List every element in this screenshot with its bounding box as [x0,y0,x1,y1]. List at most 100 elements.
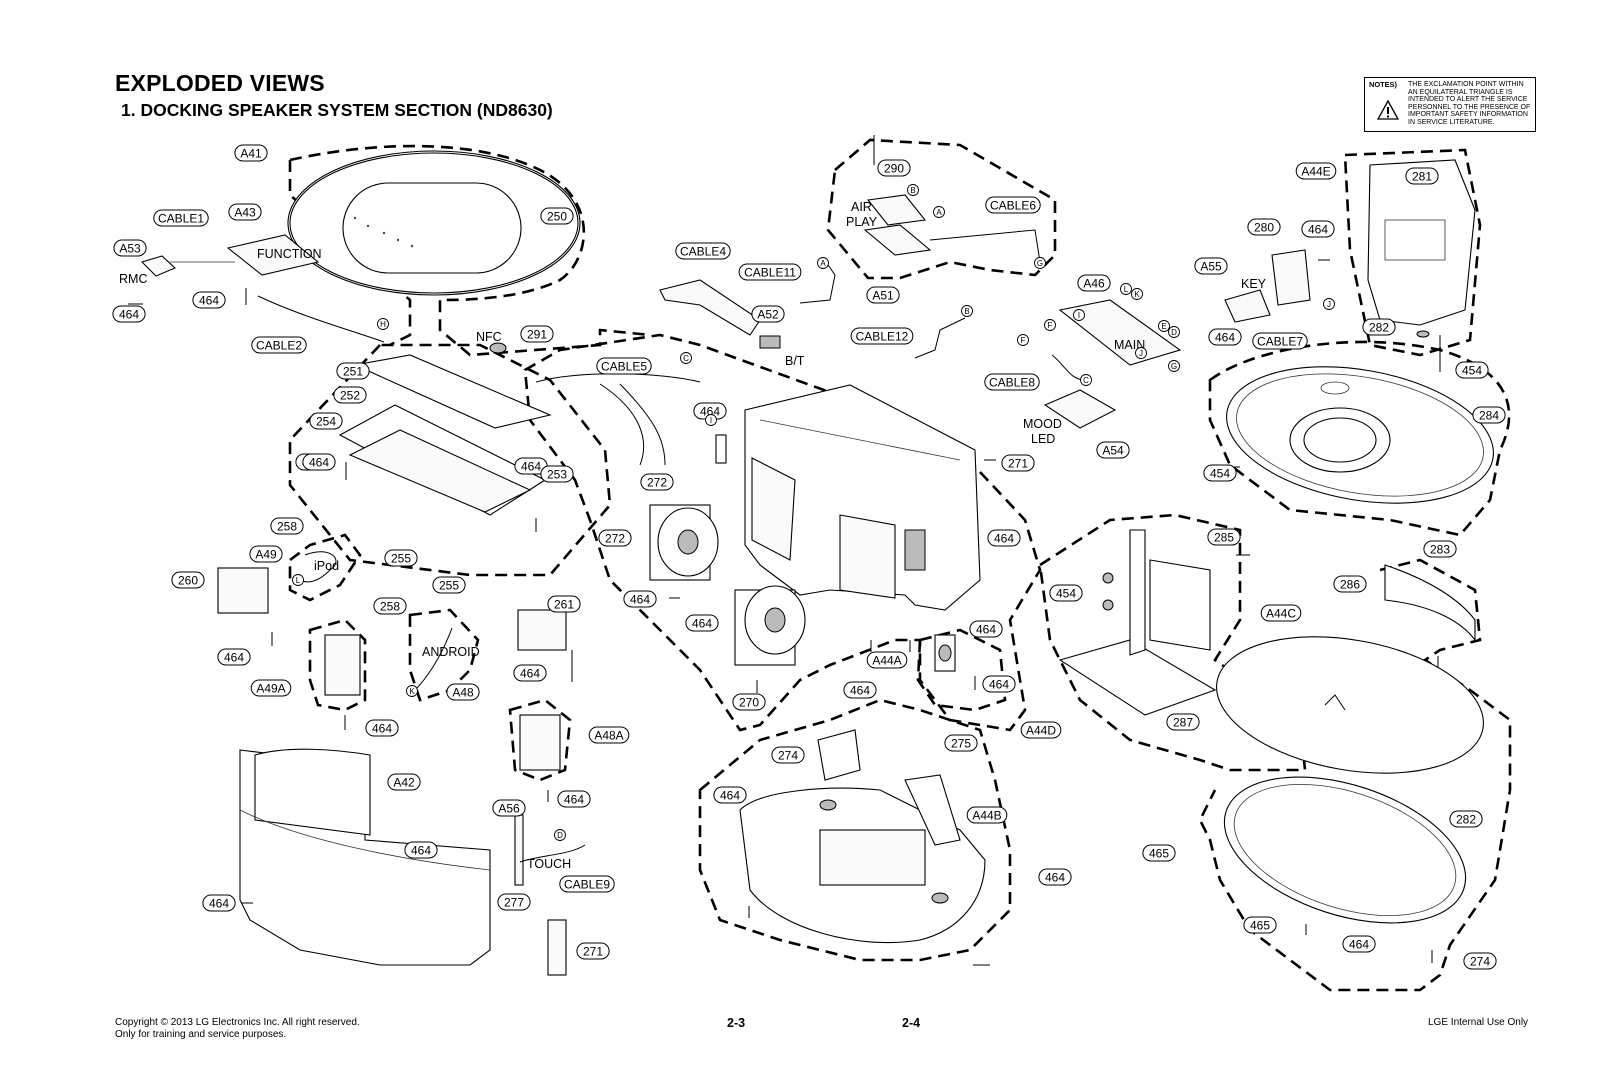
woofer-272-lower [734,585,806,666]
part-label-282: 282 [1362,318,1396,336]
connector-marker-j: J [1323,298,1335,310]
part-label-255: 255 [384,549,418,567]
part-label-464: 464 [843,681,877,699]
part-label-a54: A54 [1096,441,1130,459]
usage-text: Only for training and service purposes. [115,1029,287,1040]
part-label-272: 272 [598,529,632,547]
svg-text:I: I [710,416,712,425]
part-label-cable2: CABLE2 [251,336,307,354]
connector-marker-d: D [554,829,566,841]
part-label-a44e: A44E [1295,162,1337,180]
bt-label: B/T [785,354,805,368]
svg-text:464: 464 [989,678,1009,692]
svg-text:A43: A43 [234,206,256,220]
svg-text:290: 290 [884,162,904,176]
svg-text:464: 464 [1308,223,1328,237]
svg-text:258: 258 [380,600,400,614]
part-label-272: 272 [640,473,674,491]
part-label-a48a: A48A [588,726,630,744]
part-label-275: 275 [944,734,978,752]
svg-text:261: 261 [554,598,574,612]
svg-text:252: 252 [340,389,360,403]
part-label-464: 464 [982,675,1016,693]
svg-text:272: 272 [647,476,667,490]
top-cover-250 [287,150,581,296]
part-label-277: 277 [497,893,531,911]
svg-text:E: E [1161,322,1166,331]
key-board-a55 [1224,249,1311,323]
part-label-464: 464 [192,291,226,309]
svg-text:G: G [1037,259,1043,268]
svg-text:254: 254 [316,415,336,429]
part-label-a53: A53 [113,239,147,257]
bottom-plate-287 [1223,776,1467,924]
svg-text:A44C: A44C [1266,607,1296,621]
part-label-464: 464 [969,620,1003,638]
bottom-enclosure-a44b [739,787,986,944]
page-number-left: 2-3 [727,1016,746,1030]
svg-text:A44D: A44D [1026,724,1056,738]
svg-text:287: 287 [1173,716,1193,730]
svg-text:CABLE6: CABLE6 [990,199,1036,213]
svg-text:464: 464 [720,789,740,803]
part-label-cable7: CABLE7 [1252,332,1308,350]
connector-marker-a: A [933,206,945,218]
svg-text:CABLE5: CABLE5 [601,360,647,374]
part-label-464: 464 [685,614,719,632]
svg-text:282: 282 [1369,321,1389,335]
svg-text:CABLE7: CABLE7 [1257,335,1303,349]
ipod-dock-a49 [217,551,337,614]
connector-marker-j: J [1135,347,1147,359]
svg-text:A44A: A44A [872,654,901,668]
svg-text:A53: A53 [119,242,141,256]
part-label-282: 282 [1449,810,1483,828]
part-label-260: 260 [171,571,205,589]
svg-text:464: 464 [564,793,584,807]
svg-text:271: 271 [1008,457,1028,471]
svg-text:464: 464 [692,617,712,631]
svg-text:464: 464 [372,722,392,736]
part-label-287: 287 [1166,713,1200,731]
function-label: FUNCTION [257,247,322,261]
part-label-465: 465 [1142,844,1176,862]
connector-marker-i: I [1073,309,1085,321]
svg-text:465: 465 [1149,847,1169,861]
svg-text:A48A: A48A [594,729,623,743]
svg-text:454: 454 [1210,467,1230,481]
svg-text:270: 270 [739,696,759,710]
part-label-464: 464 [404,841,438,859]
part-label-271: 271 [576,942,610,960]
copyright-text: Copyright © 2013 LG Electronics Inc. All… [115,1017,360,1028]
part-labels: A41A43CABLE1A53464464250CABLE2291464290C… [112,144,1506,970]
svg-text:250: 250 [547,210,567,224]
airplay-module [863,194,1041,263]
dock-tray-251 [338,354,552,516]
connector-marker-l: L [1120,283,1132,295]
svg-text:B: B [964,307,969,316]
svg-text:464: 464 [520,667,540,681]
svg-text:A: A [936,208,942,217]
function-board-a43 [140,234,385,343]
part-label-a49a: A49A [250,679,292,697]
svg-text:464: 464 [309,456,329,470]
svg-text:464: 464 [1045,871,1065,885]
part-label-cable11: CABLE11 [738,263,802,281]
svg-text:255: 255 [391,552,411,566]
svg-text:454: 454 [1056,587,1076,601]
svg-text:260: 260 [178,574,198,588]
part-label-a46: A46 [1077,274,1111,292]
svg-text:A42: A42 [393,776,415,790]
svg-text:286: 286 [1340,578,1360,592]
svg-text:464: 464 [521,460,541,474]
svg-text:CABLE12: CABLE12 [856,330,909,344]
part-label-280: 280 [1247,218,1281,236]
key-label: KEY [1241,277,1267,291]
part-label-a44b: A44B [966,806,1008,824]
svg-text:A54: A54 [1102,444,1124,458]
android-dock-a48 [324,627,453,696]
part-label-464: 464 [513,664,547,682]
svg-text:K: K [409,687,415,696]
part-label-252: 252 [333,386,367,404]
part-label-a44a: A44A [866,651,908,669]
